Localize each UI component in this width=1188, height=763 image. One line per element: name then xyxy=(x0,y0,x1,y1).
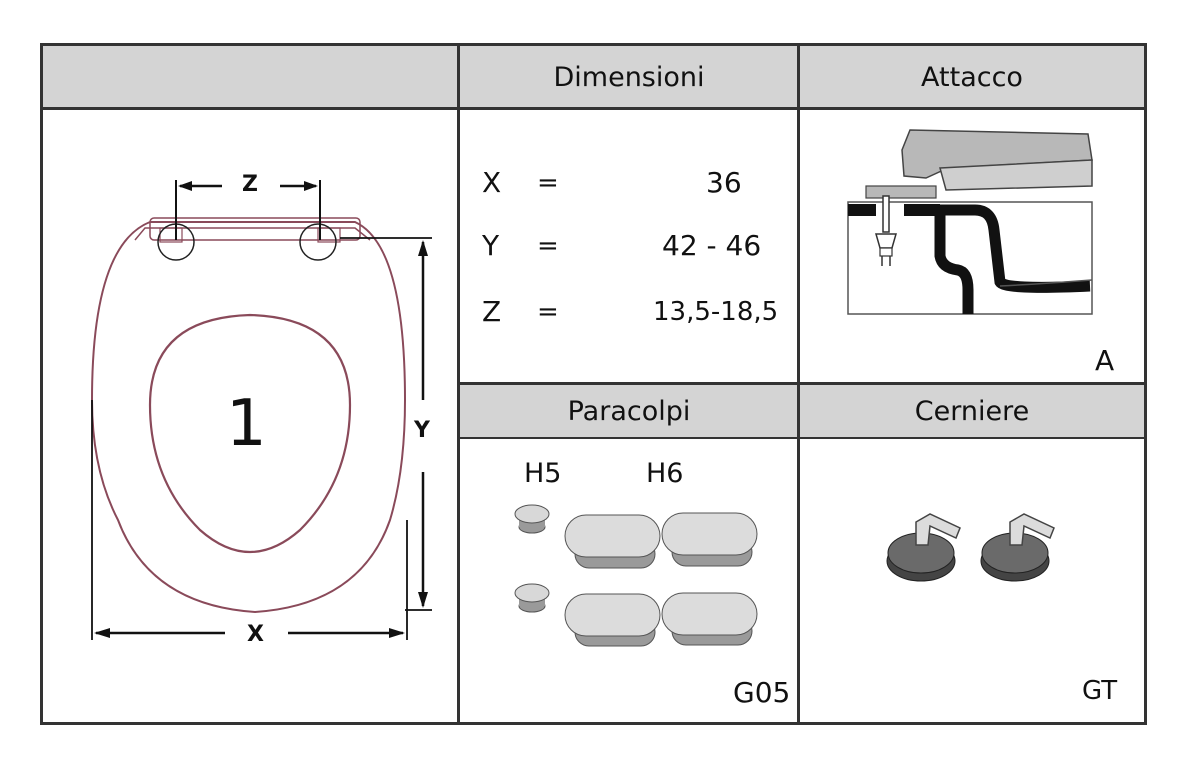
divider xyxy=(460,382,1144,385)
bumper-large-icon xyxy=(661,512,758,567)
bumper-large-icon xyxy=(564,514,661,569)
bumper-small-icon xyxy=(514,504,550,534)
spec-table xyxy=(40,43,1147,725)
header-hinges: Cerniere xyxy=(800,385,1144,438)
header-dimensions: Dimensioni xyxy=(460,46,798,108)
dimension-value: 42 - 46 xyxy=(662,229,762,262)
bumper-large-icon xyxy=(661,592,758,646)
seat-outline xyxy=(90,221,407,614)
bumper-code: G05 xyxy=(733,676,791,709)
hinge-code: GT xyxy=(1082,676,1118,706)
dimension-sign: = xyxy=(537,168,559,198)
dimension-label: Z xyxy=(482,295,502,328)
dim-label-y: Y xyxy=(414,418,430,443)
bumper-small-icon xyxy=(514,583,550,613)
hinge-circle-right xyxy=(299,223,337,261)
bumper-large-icon xyxy=(564,593,661,647)
dim-label-x: X xyxy=(247,622,264,647)
divider xyxy=(457,46,460,722)
attachment-code: A xyxy=(1095,344,1115,377)
model-number: 1 xyxy=(226,387,267,461)
divider xyxy=(43,107,1144,110)
header-blank xyxy=(43,46,458,108)
seat-opening xyxy=(148,313,352,554)
dimension-sign: = xyxy=(537,231,559,261)
dimension-value: 13,5-18,5 xyxy=(653,297,779,327)
dim-label-z: Z xyxy=(242,172,258,197)
header-bumpers: Paracolpi xyxy=(460,385,798,438)
hinge-icon xyxy=(886,513,961,582)
dimension-value: 36 xyxy=(706,166,742,199)
toilet-seat-drawing xyxy=(90,180,432,640)
bumper-label-small: H5 xyxy=(524,458,562,489)
hinge-icon xyxy=(980,513,1055,582)
dimension-sign: = xyxy=(537,297,559,327)
bumper-label-large: H6 xyxy=(646,458,684,489)
dimension-label: Y xyxy=(482,229,500,262)
header-attachment: Attacco xyxy=(800,46,1144,108)
divider xyxy=(460,437,1144,439)
dimension-label: X xyxy=(482,166,502,199)
